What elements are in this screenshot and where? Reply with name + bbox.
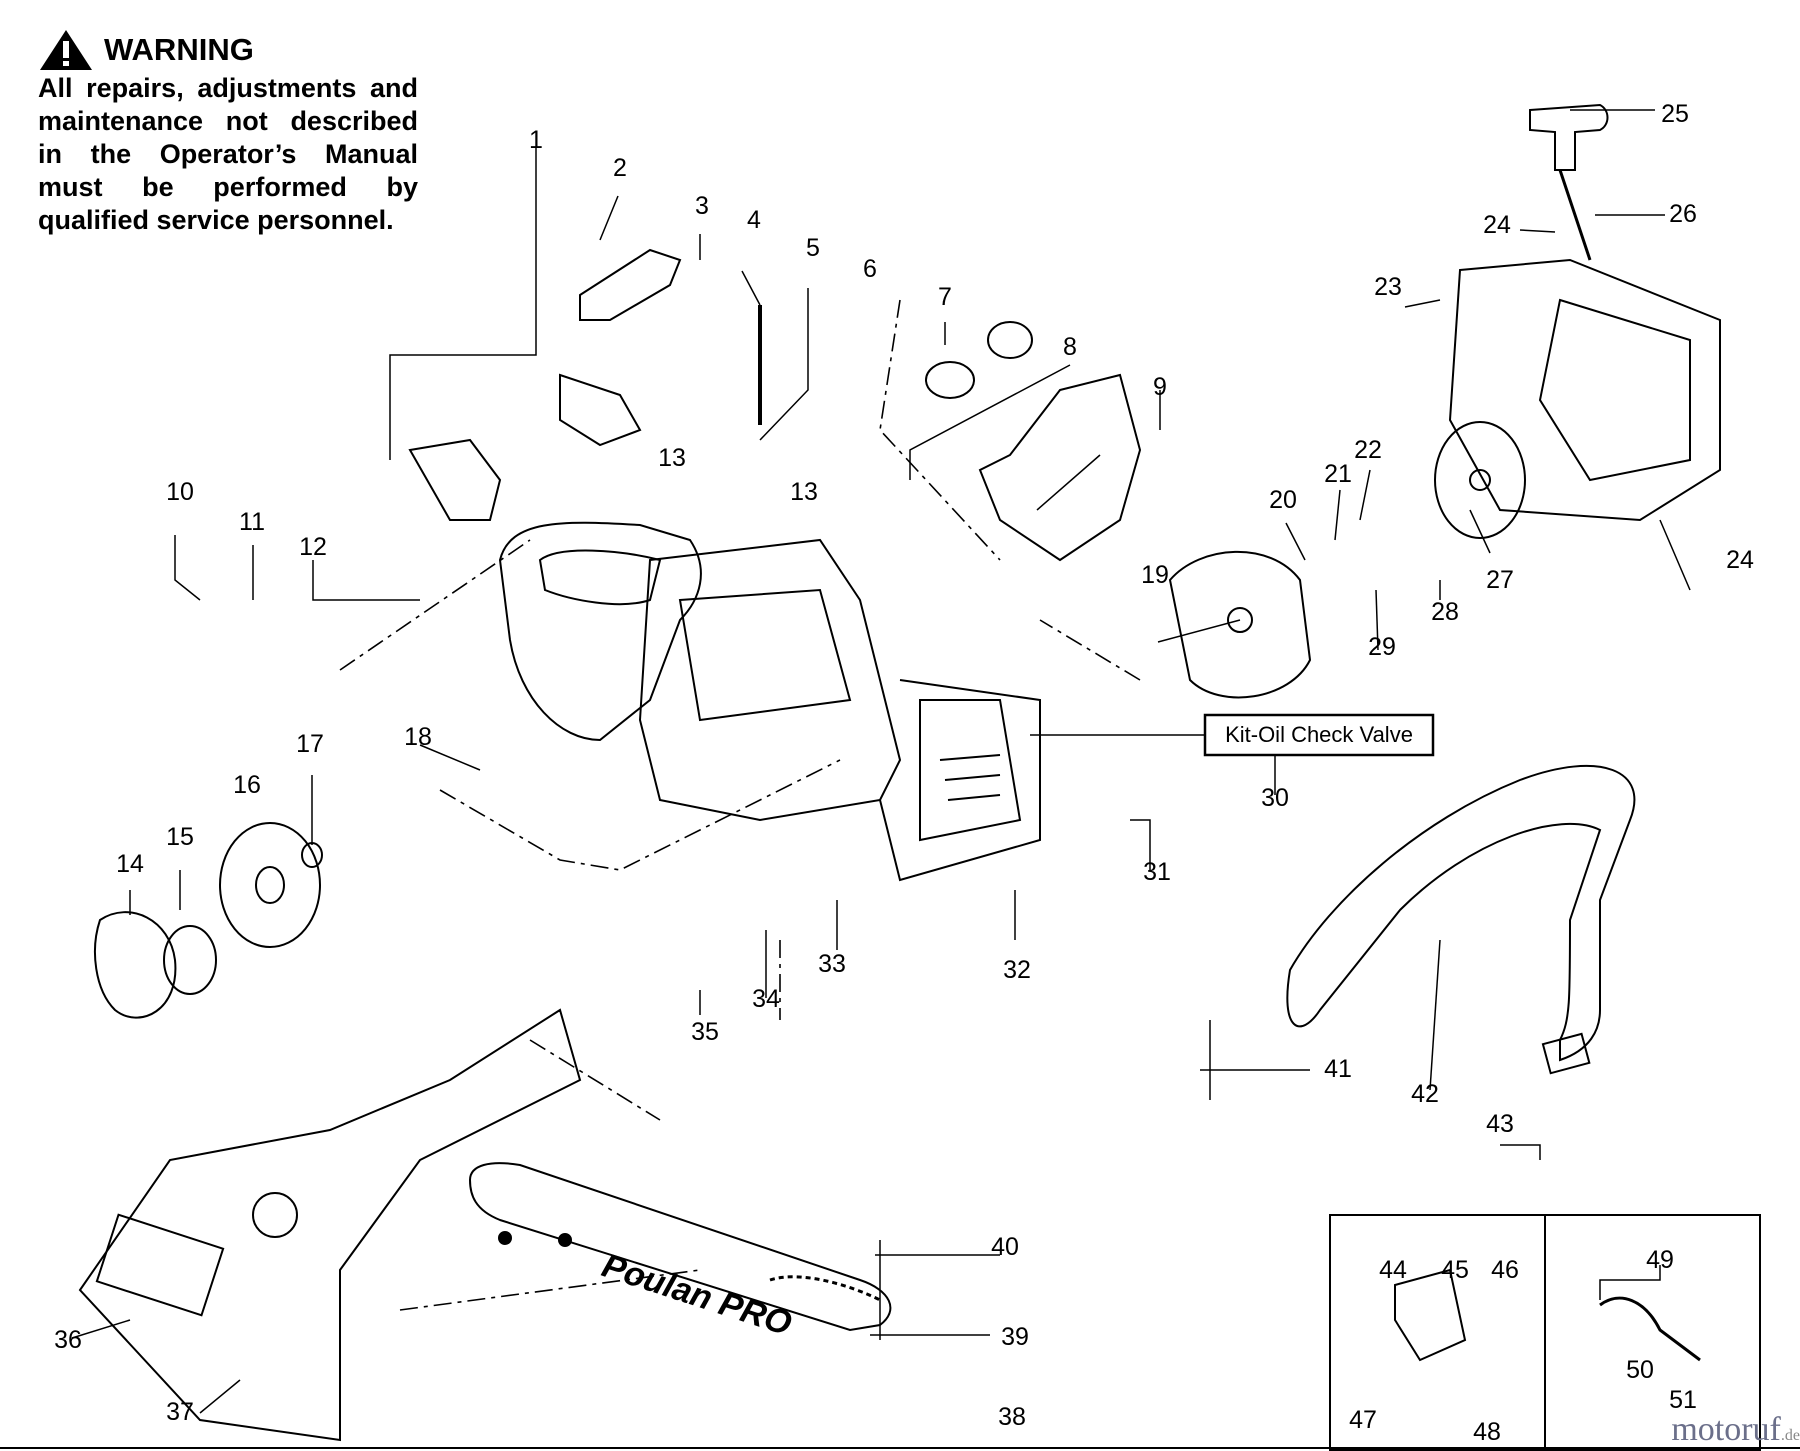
part-number-50: 50 [1626,1356,1654,1384]
clutch-14 [94,911,177,1019]
part-number-44: 44 [1379,1256,1407,1284]
part-number-7: 7 [938,283,952,311]
throttle-trigger-2 [579,248,682,321]
part-number-46: 46 [1491,1256,1519,1284]
part-number-43: 43 [1486,1110,1514,1138]
part-number-39: 39 [1001,1323,1029,1351]
part-number-3: 3 [695,192,709,220]
guide-bar-brand: Poulan PRO [598,1246,797,1343]
warning-title-text: WARNING [104,32,254,67]
oil-pump-44 [1394,1268,1467,1362]
part-number-32: 32 [1003,956,1031,984]
starter-housing-23 [1448,258,1721,522]
part-number-11: 11 [239,508,265,536]
washer-17 [301,842,323,868]
part-number-36: 36 [54,1326,82,1354]
warning-triangle-icon [40,30,92,70]
part-number-37: 37 [166,1398,194,1426]
clutch-cover-36 [78,1008,582,1442]
part-number-41: 41 [1324,1055,1352,1083]
part-number-24: 24 [1483,211,1511,239]
part-number-22: 22 [1354,436,1382,464]
part-number-49: 49 [1646,1246,1674,1274]
starter-pulley-27 [1434,421,1526,539]
part-number-51: 51 [1669,1386,1697,1414]
part-number-13: 13 [790,478,818,506]
starter-handle-25 [1529,103,1609,171]
guide-bar-38 [468,1162,892,1332]
saw-chain-39 [769,1275,881,1302]
part-number-10: 10 [166,478,194,506]
warning-text: All repairs, adjustments and maintenance… [38,73,418,235]
part-number-23: 23 [1374,273,1402,301]
part-number-31: 31 [1143,858,1171,886]
cover-9 [978,373,1142,562]
part-number-4: 4 [747,206,761,234]
watermark-suffix: .de [1780,1427,1800,1444]
part-number-24: 24 [1726,546,1754,574]
part-number-6: 6 [863,255,877,283]
part-number-34: 34 [752,985,780,1013]
part-number-5: 5 [806,234,820,262]
part-number-9: 9 [1153,373,1167,401]
part-number-29: 29 [1368,633,1396,661]
front-handle-42 [1286,765,1636,1062]
part-number-13: 13 [658,444,686,472]
oil-line-50 [1599,1296,1701,1362]
engine-housing [638,538,902,822]
flywheel-19 [1168,550,1312,699]
fuel-cap-7 [987,321,1033,359]
part-number-15: 15 [166,823,194,851]
part-number-1: 1 [529,126,543,154]
part-number-2: 2 [613,154,627,182]
part-number-35: 35 [691,1018,719,1046]
washer-15 [163,925,217,995]
part-number-19: 19 [1141,561,1169,589]
part-number-8: 8 [1063,333,1077,361]
chain-brake-1 [408,438,502,521]
part-number-38: 38 [998,1403,1026,1431]
warning-title: WARNING [38,28,418,72]
part-number-12: 12 [299,533,327,561]
part-number-17: 17 [296,730,324,758]
part-number-18: 18 [404,723,432,751]
clutch-drum-16 [219,822,321,948]
part-number-28: 28 [1431,598,1459,626]
part-number-20: 20 [1269,486,1297,514]
part-number-25: 25 [1661,100,1689,128]
part-number-47: 47 [1349,1406,1377,1434]
part-number-48: 48 [1473,1418,1501,1446]
watermark-text: motoruf [1671,1411,1781,1448]
rear-handle-housing [498,521,702,742]
part-number-14: 14 [116,850,144,878]
part-number-27: 27 [1486,566,1514,594]
part-number-21: 21 [1324,460,1352,488]
part-number-45: 45 [1441,1256,1469,1284]
part-number-16: 16 [233,771,261,799]
part-number-26: 26 [1669,200,1697,228]
part-number-30: 30 [1261,784,1289,812]
part-number-40: 40 [991,1233,1019,1261]
part-number-42: 42 [1411,1080,1439,1108]
warning-block: WARNING All repairs, adjustments and mai… [38,28,418,237]
watermark: motoruf.de [1671,1411,1800,1449]
part-number-33: 33 [818,950,846,978]
kit-oil-check-valve-label: Kit-Oil Check Valve [1225,722,1413,747]
